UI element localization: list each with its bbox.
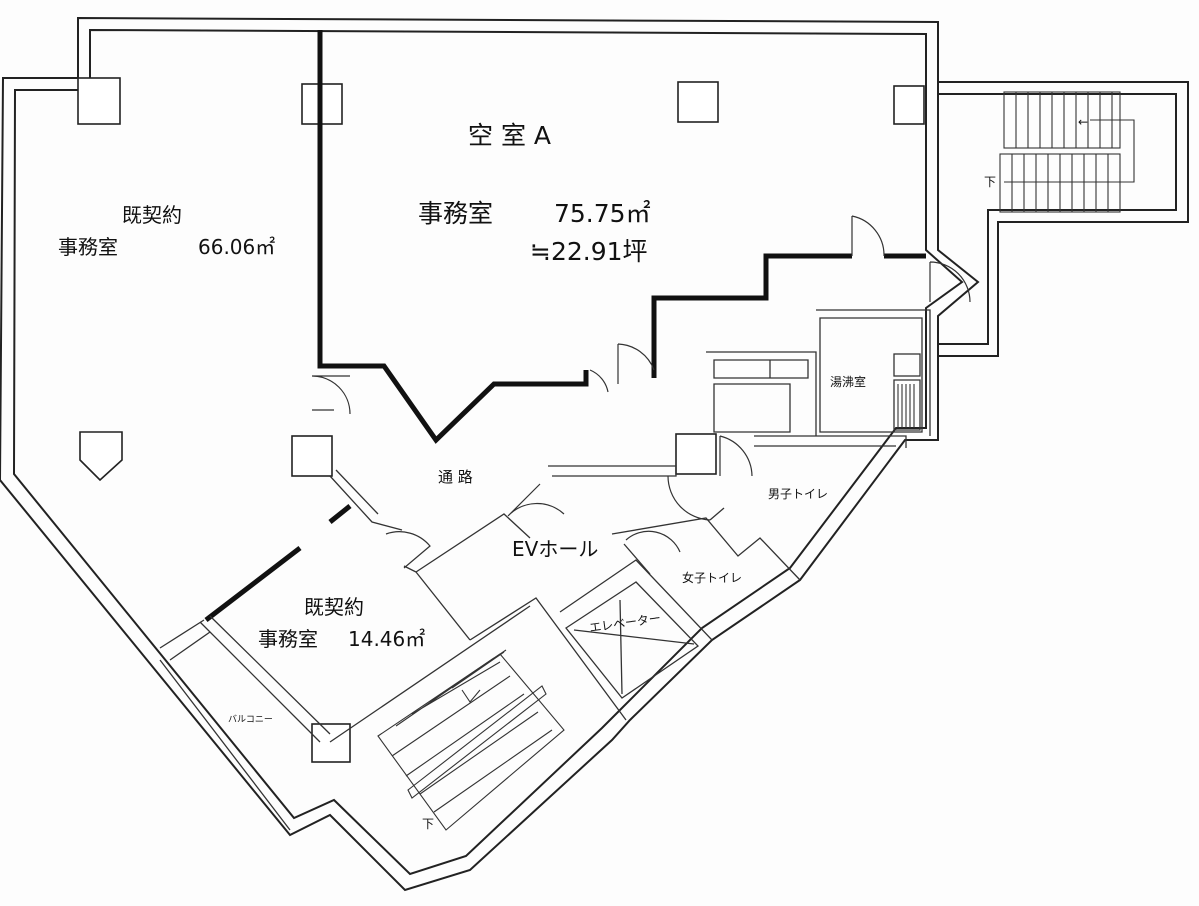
- pillar: [291, 435, 333, 477]
- door-arc: [625, 530, 681, 553]
- outer-walls: [0, 16, 980, 892]
- south-office-status: 既契約: [304, 595, 364, 619]
- east-stair-tower: [938, 81, 1189, 357]
- door-arc: [719, 435, 753, 477]
- vacant-a-use: 事務室: [418, 199, 493, 228]
- west-office-status: 既契約: [122, 203, 182, 227]
- east-stairs: [999, 91, 1135, 213]
- east-stair-down: 下: [984, 175, 996, 189]
- elevator-cross: [573, 599, 695, 695]
- pillar: [311, 723, 351, 763]
- door-arc: [589, 369, 609, 393]
- pillar: [677, 81, 719, 123]
- mens-toilet-label: 男子トイレ: [768, 487, 828, 501]
- vacant-a-area: 75.75㎡: [554, 199, 651, 228]
- south-office-use: 事務室: [258, 627, 318, 651]
- vacant-a-tsubo: ≒22.91坪: [530, 237, 648, 266]
- vacant-a-title: 空 室 A: [468, 121, 551, 150]
- door-arc: [851, 215, 885, 257]
- south-stairs: [377, 649, 565, 831]
- corridor-label: 通 路: [438, 468, 473, 486]
- south-office-boundary: [204, 504, 352, 622]
- ev-hall-label: EVホール: [512, 537, 598, 561]
- interior-walls: [159, 309, 931, 831]
- pillar: [675, 433, 717, 475]
- balcony-label: バルコニー: [228, 714, 273, 725]
- west-office-area: 66.06㎡: [198, 235, 275, 259]
- pillars: [77, 77, 925, 763]
- west-office-use: 事務室: [58, 235, 118, 259]
- pillar: [77, 77, 121, 125]
- door-arc: [617, 343, 655, 384]
- door-arc: [929, 261, 971, 303]
- south-office-area: 14.46㎡: [348, 627, 425, 651]
- womens-toilet-label: 女子トイレ: [682, 570, 742, 585]
- room-labels: 空 室 A 事務室 75.75㎡ ≒22.91坪 既契約 事務室 66.06㎡ …: [58, 115, 1088, 831]
- door-arc: [507, 483, 565, 517]
- door-arc: [667, 475, 711, 521]
- pillar: [79, 431, 123, 482]
- east-stair-arrow: ←: [1078, 115, 1088, 129]
- elevator-label: エレベーター: [588, 611, 661, 635]
- south-stair-down: 下: [422, 817, 434, 831]
- kitchenette-label: 湯沸室: [830, 374, 866, 389]
- vacant-a-boundary: [317, 30, 926, 444]
- door-arc: [385, 531, 431, 569]
- pillar: [893, 85, 925, 125]
- doors: [311, 215, 971, 569]
- door-arc: [311, 375, 351, 415]
